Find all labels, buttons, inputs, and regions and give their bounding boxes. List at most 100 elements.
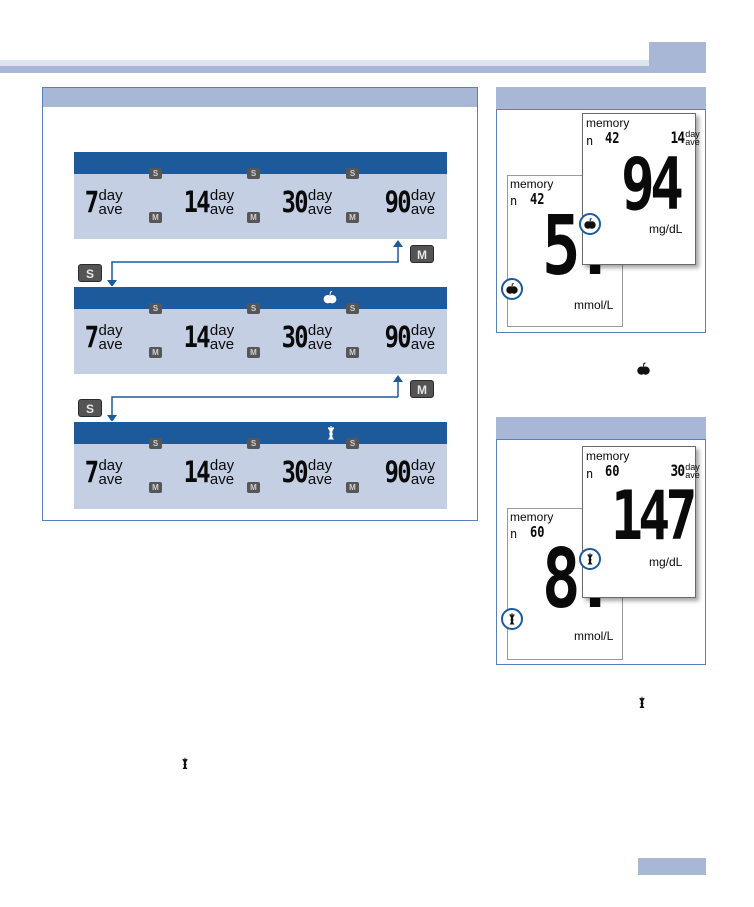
ave-label: ave — [209, 470, 235, 488]
m-button-chip: M — [149, 482, 162, 493]
ave-label: ave — [307, 335, 333, 353]
day-label: day — [307, 456, 333, 474]
header-tab — [649, 42, 706, 73]
day-label: day — [410, 186, 436, 204]
average-value: 14 — [183, 185, 211, 219]
ave-label: ave — [307, 200, 333, 218]
day-label: day — [307, 186, 333, 204]
display-panel-before: memory n 42 5. mmol/L memory n 42 14 day… — [496, 109, 706, 333]
average-value: 14 — [670, 128, 685, 147]
average-value: 30 — [670, 461, 685, 480]
m-button-chip: M — [247, 347, 260, 358]
unit-label: mmol/L — [574, 629, 614, 643]
memory-label: memory — [586, 449, 630, 463]
day-label: day — [410, 321, 436, 339]
m-button-chip: M — [149, 347, 162, 358]
apple-core-icon — [328, 425, 334, 439]
apple-core-icon — [182, 757, 188, 769]
apple-core-icon — [501, 608, 523, 630]
day-label: day — [98, 321, 123, 339]
s-button-chip: S — [149, 303, 162, 314]
day-label: day — [209, 186, 235, 204]
s-button-chip: S — [247, 438, 260, 449]
day-label: day — [209, 456, 235, 474]
average-value: 90 — [384, 320, 412, 354]
day-label: day — [98, 186, 123, 204]
unit-label: mg/dL — [649, 555, 683, 569]
average-value: 7 — [84, 185, 99, 219]
memory-count: 42 — [605, 129, 620, 147]
memory-count: 60 — [605, 462, 620, 480]
day-label: day — [410, 456, 436, 474]
apple-core-icon — [579, 548, 601, 570]
s-button-chip: S — [346, 303, 359, 314]
display-panel-bar-before — [496, 87, 706, 109]
reading-value: 147 — [611, 477, 697, 556]
header-band-light — [0, 60, 706, 66]
memory-label: memory — [510, 177, 554, 191]
ave-label: ave — [209, 335, 235, 353]
ave-label: ave — [685, 469, 700, 480]
display-panel-after: memory n 60 8. mmol/L memory n 60 30 day… — [496, 439, 706, 665]
footer-tab — [638, 858, 706, 875]
unit-label: mg/dL — [649, 222, 683, 236]
s-button: S — [78, 264, 102, 282]
apple-icon — [579, 213, 601, 235]
ave-label: ave — [410, 200, 436, 218]
day-label: day — [209, 321, 235, 339]
n-label: n — [510, 527, 518, 541]
apple-icon — [501, 278, 523, 300]
averages-panel-bar — [43, 88, 477, 107]
apple-core-icon — [639, 696, 645, 708]
s-button-chip: S — [247, 168, 260, 179]
m-button-chip: M — [346, 347, 359, 358]
n-label: n — [586, 134, 594, 148]
m-button-chip: M — [346, 212, 359, 223]
m-button-chip: M — [346, 482, 359, 493]
m-button: M — [410, 245, 434, 263]
apple-icon — [637, 362, 650, 375]
s-button-chip: S — [149, 168, 162, 179]
m-button-chip: M — [247, 482, 260, 493]
ave-label: ave — [685, 136, 700, 147]
m-button-chip: M — [149, 212, 162, 223]
reading-value: 94 — [621, 142, 684, 226]
ave-label: ave — [307, 470, 333, 488]
s-button-chip: S — [346, 168, 359, 179]
m-button-chip: M — [247, 212, 260, 223]
ave-label: ave — [98, 200, 123, 218]
averages-panel — [42, 87, 478, 521]
display-panel-bar-after — [496, 417, 706, 439]
s-button-chip: S — [346, 438, 359, 449]
memory-count: 42 — [530, 190, 545, 208]
ave-label: ave — [98, 335, 123, 353]
s-button: S — [78, 399, 102, 417]
memory-count: 60 — [530, 523, 545, 541]
day-label: day — [685, 461, 700, 472]
average-value: 90 — [384, 455, 412, 489]
header-band — [0, 66, 706, 73]
unit-label: mmol/L — [574, 298, 614, 312]
m-button: M — [410, 380, 434, 398]
average-value: 14 — [183, 320, 211, 354]
ave-label: ave — [410, 470, 436, 488]
average-value: 30 — [281, 185, 309, 219]
day-label: day — [685, 128, 700, 139]
